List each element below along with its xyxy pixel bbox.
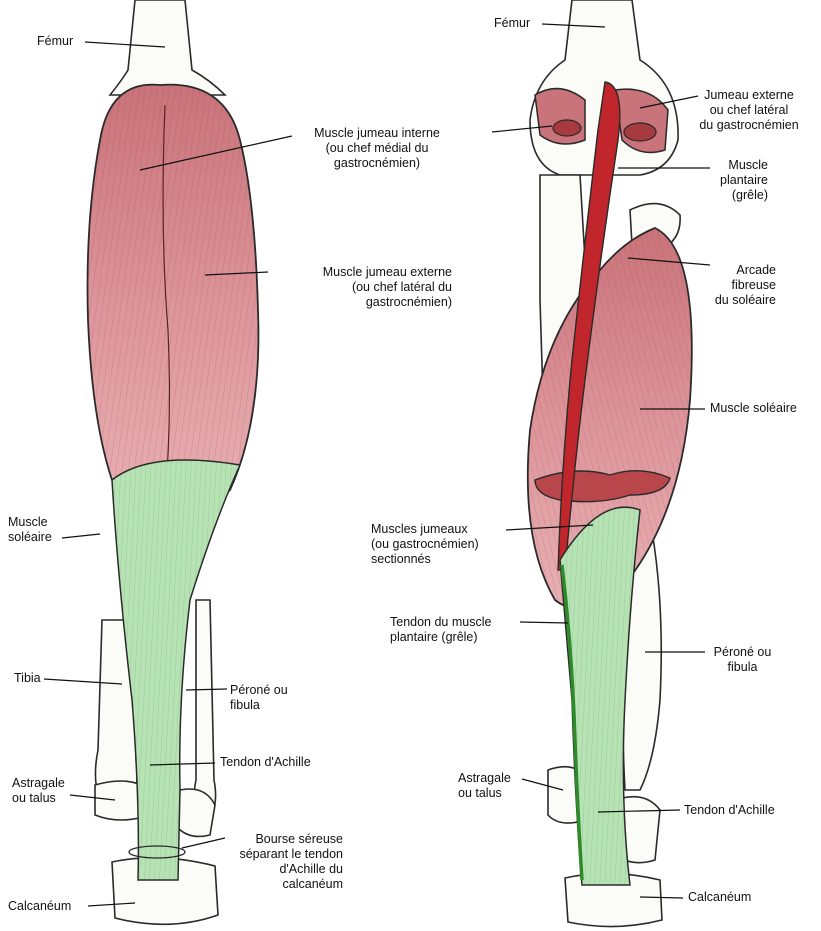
label-left-soleaire: Muscle soléaire bbox=[8, 515, 52, 545]
label-left-perone: Péroné ou fibula bbox=[230, 683, 288, 713]
label-left-astragale: Astragale ou talus bbox=[12, 776, 65, 806]
left-fibula bbox=[194, 600, 216, 815]
label-left-tendon-achille: Tendon d'Achille bbox=[220, 755, 311, 770]
label-right-tendon-achille: Tendon d'Achille bbox=[684, 803, 775, 818]
label-right-femur: Fémur bbox=[494, 16, 530, 31]
label-right-soleaire: Muscle soléaire bbox=[710, 401, 797, 416]
leader-right-tendon-plantaire bbox=[520, 622, 568, 623]
label-left-femur: Fémur bbox=[37, 34, 73, 49]
left-leg-figure bbox=[88, 0, 259, 924]
label-right-plantaire: Muscle plantaire (grêle) bbox=[690, 158, 768, 203]
right-gastro-section-lateral bbox=[624, 123, 656, 141]
label-left-tibia: Tibia bbox=[14, 671, 41, 686]
label-left-calcaneum: Calcanéum bbox=[8, 899, 71, 914]
leader-left-soleaire bbox=[62, 534, 100, 538]
label-right-calcaneum: Calcanéum bbox=[688, 890, 751, 905]
right-gastro-stump-medial bbox=[535, 89, 585, 144]
right-gastro-section-medial bbox=[553, 120, 581, 136]
label-right-perone: Péroné ou fibula bbox=[700, 645, 785, 675]
label-right-jumeau-externe: Jumeau externe ou chef latéral du gastro… bbox=[685, 88, 813, 133]
label-right-jumeaux-sectionnes: Muscles jumeaux (ou gastrocnémien) secti… bbox=[371, 522, 479, 567]
left-ankle-right bbox=[178, 789, 215, 836]
label-right-astragale: Astragale ou talus bbox=[458, 771, 511, 801]
label-left-bourse: Bourse séreuse séparant le tendon d'Achi… bbox=[195, 832, 343, 892]
leader-left-perone bbox=[186, 689, 227, 690]
label-left-jumeau-interne: Muscle jumeau interne (ou chef médial du… bbox=[292, 126, 462, 171]
label-left-jumeau-externe: Muscle jumeau externe (ou chef latéral d… bbox=[262, 265, 452, 310]
label-right-arcade: Arcade fibreuse du soléaire bbox=[690, 263, 776, 308]
left-femur bbox=[110, 0, 225, 95]
label-right-tendon-plantaire: Tendon du muscle plantaire (grêle) bbox=[390, 615, 491, 645]
